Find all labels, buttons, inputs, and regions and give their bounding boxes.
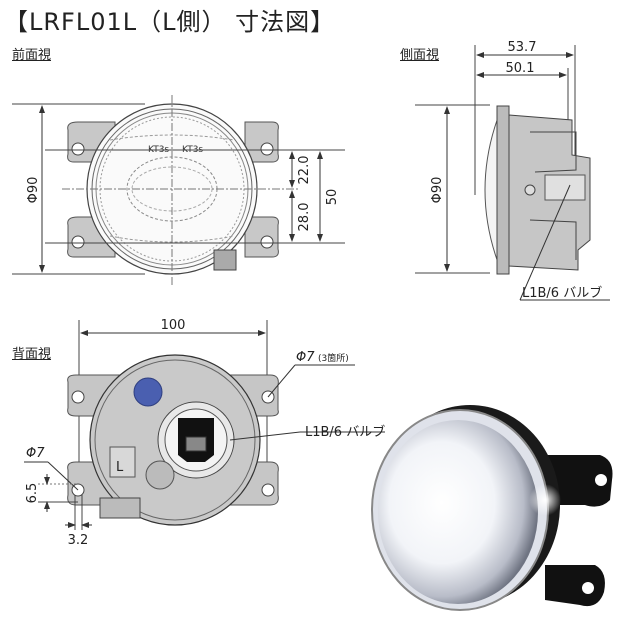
side-diameter-dim: Φ90 <box>430 177 445 204</box>
blue-cap-icon <box>133 377 163 407</box>
slot-width-dim: 3.2 <box>68 533 89 548</box>
slot-diameter-dim: Φ7 <box>26 446 45 461</box>
back-view-label: 背面視 <box>12 347 52 362</box>
side-overall-depth-dim: 53.7 <box>508 40 537 55</box>
front-pitch-dim: 50 <box>325 189 340 206</box>
product-photo <box>371 405 613 611</box>
side-body-depth-dim: 50.1 <box>506 61 535 76</box>
side-bulb-callout: L1B/6 バルブ <box>522 285 602 301</box>
back-bulb-callout: L1B/6 バルブ <box>305 424 385 440</box>
slot-height-dim: 6.5 <box>25 483 40 504</box>
back-width-dim: 100 <box>161 318 186 333</box>
side-marker: L <box>116 460 124 475</box>
front-upper-dim: 22.0 <box>297 156 312 185</box>
front-lower-dim: 28.0 <box>297 203 312 232</box>
front-view: KT3s KT3s Φ90 22.0 28.0 50 <box>12 95 345 285</box>
front-view-label: 前面視 <box>12 48 52 63</box>
back-view: 100 L Φ7 (3箇所) L1B/6 バルブ Φ7 6.5 <box>24 318 385 548</box>
hole-note: (3箇所) <box>318 352 349 364</box>
front-diameter-dim: Φ90 <box>26 177 41 204</box>
hole-diameter-dim: Φ7 <box>296 350 315 365</box>
page-title: 【LRFL01L（L側） 寸法図】 <box>4 8 336 36</box>
side-view: 53.7 50.1 Φ90 L1B/6 バルブ <box>415 40 610 301</box>
side-view-label: 側面視 <box>400 48 440 63</box>
